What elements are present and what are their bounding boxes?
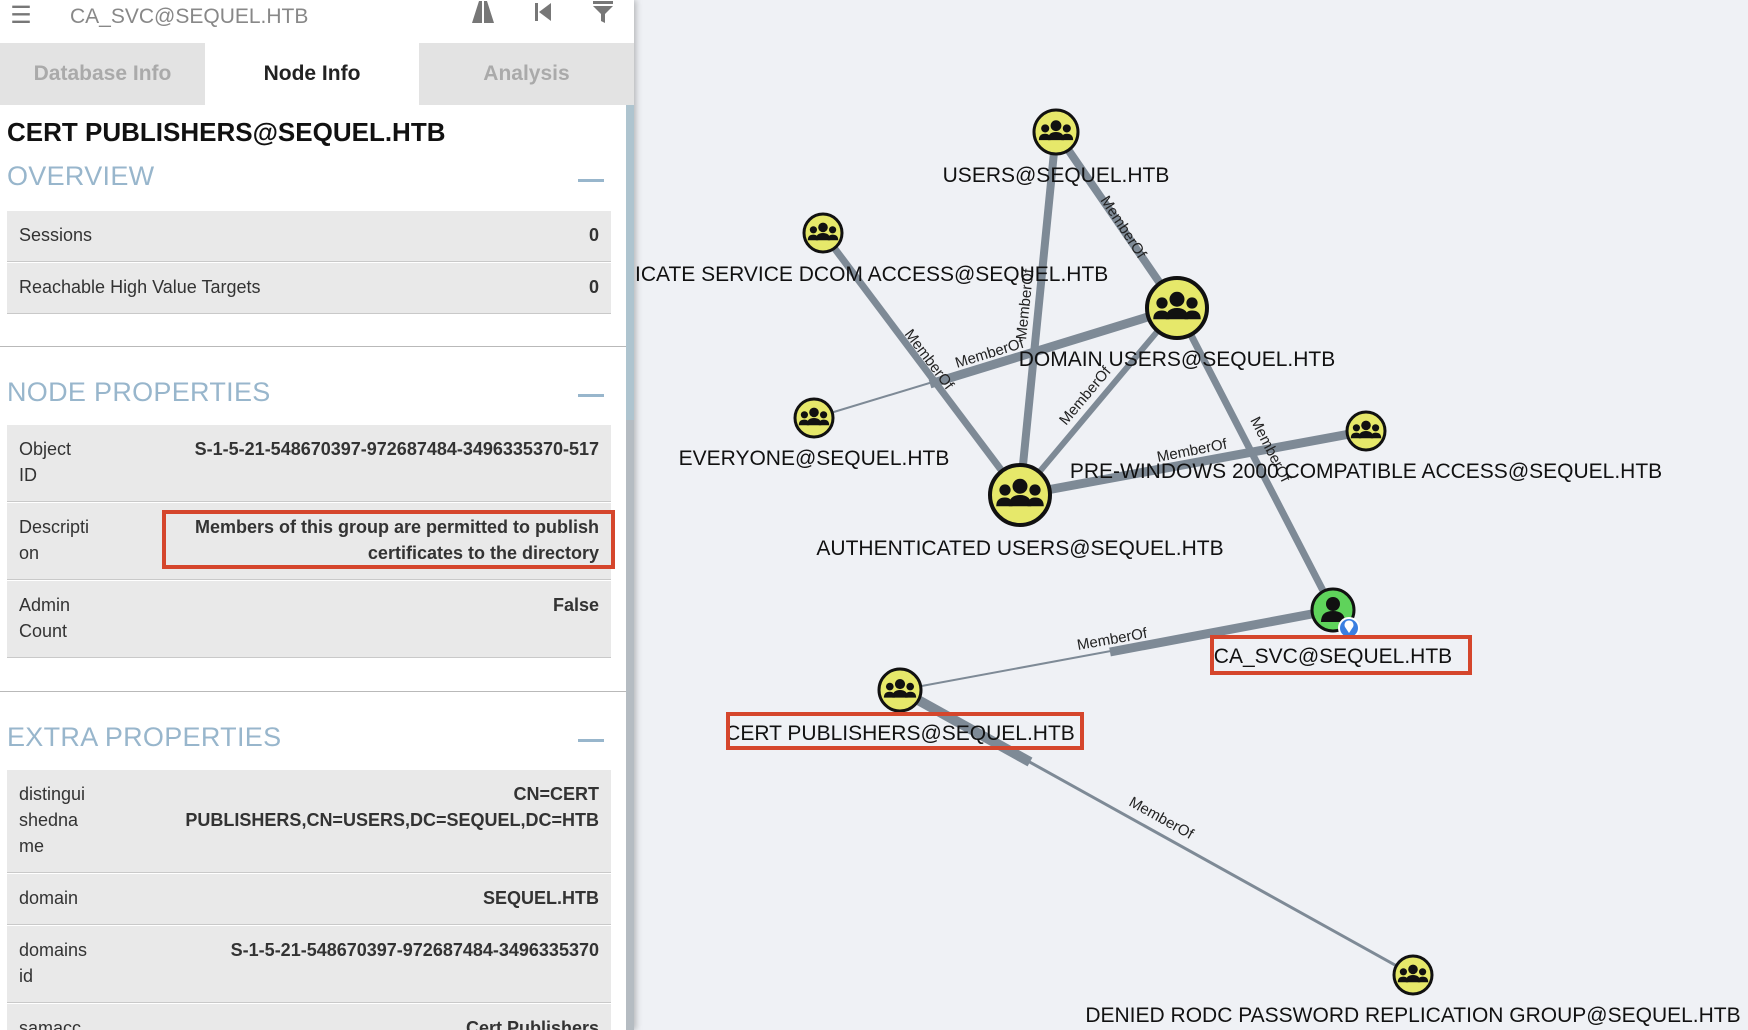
row-value: Members of this group are permitted to p… bbox=[194, 517, 599, 563]
row-value: SEQUEL.HTB bbox=[482, 888, 599, 908]
search-input[interactable]: CA_SVC@SEQUEL.HTB bbox=[70, 5, 309, 28]
highlight-box-description bbox=[162, 510, 615, 569]
node-authenticated-users[interactable] bbox=[988, 463, 1052, 527]
edge-label: MemberOf bbox=[1097, 193, 1150, 262]
row-value: Cert Publishers bbox=[465, 1018, 599, 1030]
node-ca-svc[interactable] bbox=[1310, 587, 1360, 639]
node-domain-users[interactable] bbox=[1145, 276, 1209, 340]
edge-auth-users[interactable] bbox=[1016, 131, 1060, 496]
node-label-ca-svc: CA_SVC@SEQUEL.HTB bbox=[1214, 645, 1452, 668]
node-label-everyone: EVERYONE@SEQUEL.HTB bbox=[679, 447, 950, 470]
edge-auth-prewindows[interactable] bbox=[1019, 426, 1367, 500]
row-value[interactable]: 0 bbox=[588, 225, 599, 245]
node-cert-dcom[interactable] bbox=[802, 212, 844, 254]
side-panel: ☰ CA_SVC@SEQUEL.HTB Database Info Node I… bbox=[0, 0, 634, 1030]
row-value: False bbox=[552, 595, 599, 615]
edge-auth-certdcom[interactable] bbox=[820, 230, 1023, 498]
graph-edges bbox=[813, 129, 1414, 977]
back-icon[interactable] bbox=[528, 0, 558, 32]
row-key: Sessions bbox=[19, 225, 93, 245]
panel-scrollbar[interactable] bbox=[626, 105, 634, 1030]
row-key: domain bbox=[19, 888, 79, 908]
node-label-users: USERS@SEQUEL.HTB bbox=[943, 164, 1170, 187]
node-cert-publishers[interactable] bbox=[877, 667, 923, 713]
node-info-content: CERT PUBLISHERS@SEQUEL.HTB OVERVIEW Sess… bbox=[0, 105, 626, 1030]
highlight-box-cert-publishers bbox=[726, 712, 1084, 750]
node-label-domain-users: DOMAIN USERS@SEQUEL.HTB bbox=[1019, 348, 1336, 371]
node-everyone[interactable] bbox=[793, 397, 835, 439]
node-label-cert-dcom: ICATE SERVICE DCOM ACCESS@SEQUEL.HTB bbox=[635, 263, 1108, 286]
edge-casvc-domainusers[interactable] bbox=[1173, 306, 1337, 612]
overview-row-reachable-hvt: Reachable High Value Targets 0 bbox=[7, 263, 611, 314]
node-label-denied-rodc: DENIED RODC PASSWORD REPLICATION GROUP@S… bbox=[1085, 1004, 1740, 1027]
collapse-overview-icon[interactable] bbox=[578, 179, 604, 182]
row-value: S-1-5-21-548670397-972687484-3496335370-… bbox=[194, 439, 599, 459]
node-label-authenticated-users: AUTHENTICATED USERS@SEQUEL.HTB bbox=[816, 537, 1223, 560]
tab-database-info[interactable]: Database Info bbox=[0, 43, 205, 105]
edge-domainusers-auth-thick bbox=[928, 303, 1179, 389]
edge-domainusers-users[interactable] bbox=[1052, 129, 1181, 311]
node-users[interactable] bbox=[1032, 108, 1080, 156]
tab-analysis[interactable]: Analysis bbox=[419, 43, 634, 105]
row-value: S-1-5-21-548670397-972687484-3496335370 bbox=[230, 940, 599, 960]
edge-labels: MemberOf MemberOf MemberOf MemberOf Memb… bbox=[901, 193, 1294, 843]
node-properties-heading[interactable]: NODE PROPERTIES bbox=[7, 377, 271, 407]
hamburger-menu-icon[interactable]: ☰ bbox=[10, 2, 32, 29]
overview-heading[interactable]: OVERVIEW bbox=[7, 161, 155, 191]
edge-auth-domainusers[interactable] bbox=[1017, 306, 1180, 497]
filter-icon[interactable] bbox=[588, 0, 618, 32]
scrollbar-thumb[interactable] bbox=[626, 105, 634, 420]
pathfinding-icon[interactable] bbox=[468, 0, 498, 32]
row-value[interactable]: 0 bbox=[588, 277, 599, 297]
section-divider bbox=[0, 346, 626, 347]
extra-properties-heading[interactable]: EXTRA PROPERTIES bbox=[7, 722, 282, 752]
row-key: Reachable High Value Targets bbox=[19, 277, 261, 297]
section-divider bbox=[0, 691, 626, 692]
tab-node-info[interactable]: Node Info bbox=[205, 43, 419, 105]
overview-row-sessions: Sessions 0 bbox=[7, 211, 611, 262]
extra-row-domain: domain SEQUEL.HTB bbox=[7, 874, 611, 925]
node-pre-windows[interactable] bbox=[1345, 410, 1387, 452]
panel-tabs: Database Info Node Info Analysis bbox=[0, 43, 634, 105]
search-bar: ☰ CA_SVC@SEQUEL.HTB bbox=[0, 0, 634, 44]
collapse-extra-properties-icon[interactable] bbox=[578, 739, 604, 742]
node-label-cert-publishers: CERT PUBLISHERS@SEQUEL.HTB bbox=[725, 722, 1075, 745]
node-denied-rodc[interactable] bbox=[1392, 954, 1434, 996]
node-labels: USERS@SEQUEL.HTB ICATE SERVICE DCOM ACCE… bbox=[635, 164, 1741, 1027]
highlight-box-ca-svc bbox=[1210, 635, 1472, 675]
edge-casvc-thick bbox=[1109, 605, 1334, 657]
row-key: samacc bbox=[19, 1018, 82, 1030]
node-label-pre-windows: PRE-WINDOWS 2000 COMPATIBLE ACCESS@SEQUE… bbox=[1070, 460, 1662, 483]
node-title: CERT PUBLISHERS@SEQUEL.HTB bbox=[7, 117, 446, 147]
extra-row-samaccountname: samacc Cert Publishers bbox=[7, 1004, 611, 1030]
collapse-node-properties-icon[interactable] bbox=[578, 394, 604, 397]
